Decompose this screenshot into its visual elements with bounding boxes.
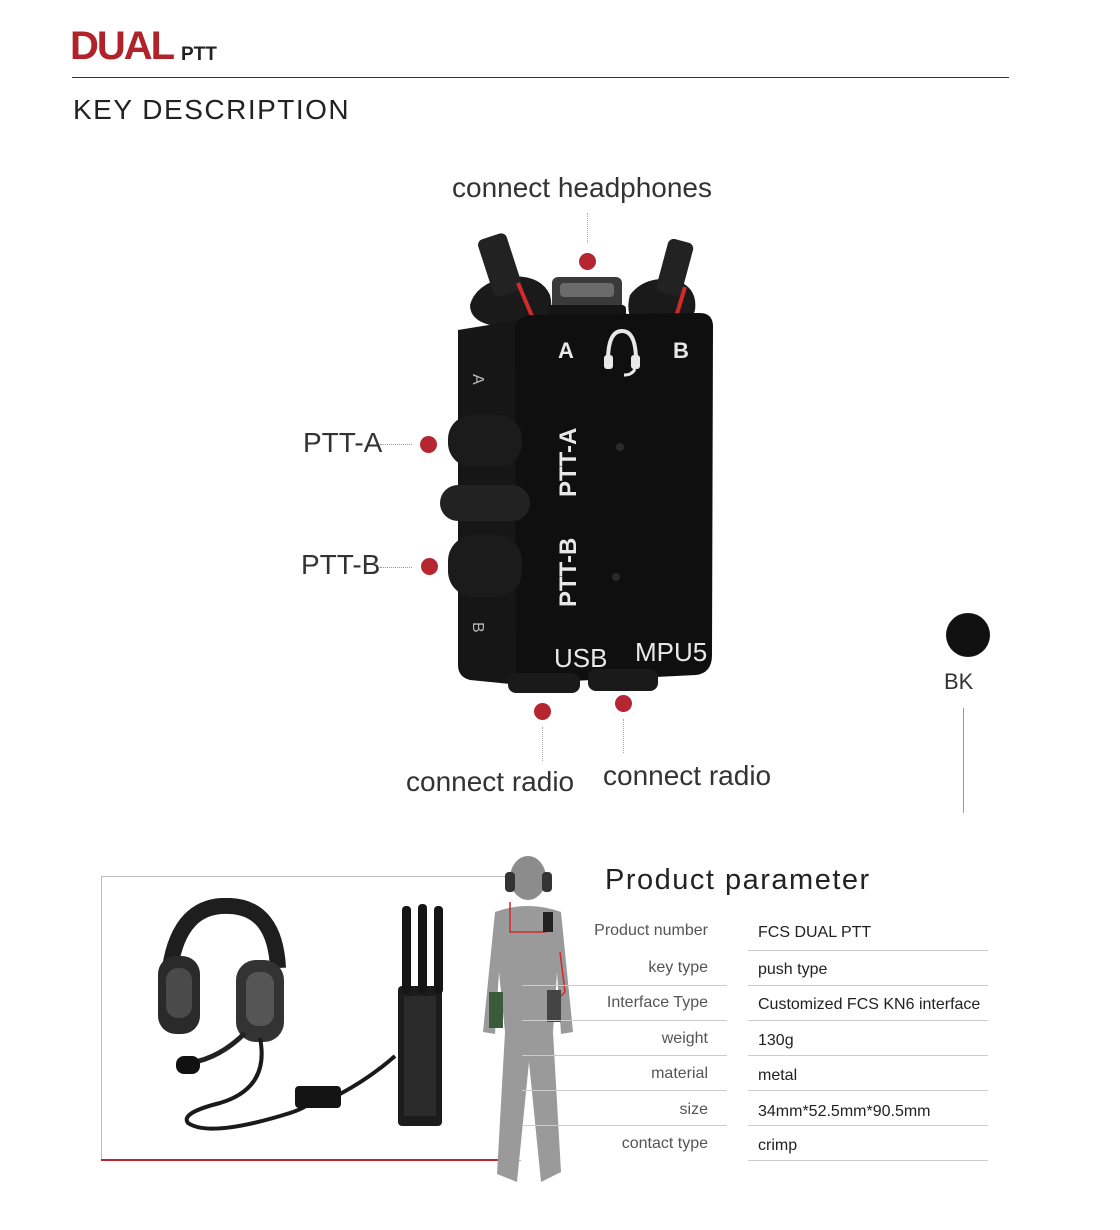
callout-connect-radio-right: connect radio xyxy=(603,760,772,791)
dual-ptt-device-image: A B PTT-A PTT-B USB MPU5 A B xyxy=(440,233,713,693)
callout-line-radio-right xyxy=(623,719,624,753)
callout-line-ptt-b xyxy=(380,567,412,568)
callout-dot-headphones xyxy=(579,253,596,270)
param-label: key type xyxy=(648,959,708,976)
param-value: 130g xyxy=(758,1032,794,1049)
device-label-a: A xyxy=(558,338,574,363)
param-value: 34mm*52.5mm*90.5mm xyxy=(758,1103,931,1120)
callout-dot-radio-left xyxy=(534,703,551,720)
device-label-mpu5: MPU5 xyxy=(635,637,707,667)
device-label-ptt-b: PTT-B xyxy=(555,538,582,607)
param-label: weight xyxy=(661,1030,708,1047)
params-title: Product parameter xyxy=(605,864,871,896)
param-label: size xyxy=(679,1101,708,1118)
headset-icon xyxy=(604,328,640,377)
param-value: push type xyxy=(758,961,828,978)
callout-connect-headphones: connect headphones xyxy=(452,172,712,203)
param-row-divider xyxy=(522,1055,727,1056)
param-row-divider xyxy=(522,1020,727,1021)
brand-subtitle: PTT xyxy=(181,44,217,65)
param-label: contact type xyxy=(621,1135,708,1152)
param-row-divider xyxy=(748,1160,988,1161)
color-swatch-label: BK xyxy=(944,669,974,694)
swatch-divider xyxy=(963,708,964,813)
param-value: Customized FCS KN6 interface xyxy=(758,996,981,1013)
volume-knob-a-icon xyxy=(470,233,552,325)
header-divider xyxy=(72,77,1009,78)
param-row-divider xyxy=(748,985,988,986)
callout-line-headphones xyxy=(587,213,588,243)
headset-with-radio-image xyxy=(158,898,443,1131)
param-row-divider xyxy=(522,985,727,986)
ptt-b-button-icon xyxy=(448,535,522,597)
radio-connector-usb-icon xyxy=(508,673,580,693)
callout-line-ptt-a xyxy=(380,444,412,445)
side-label-b: B xyxy=(469,622,486,633)
callout-dot-radio-right xyxy=(615,695,632,712)
side-label-a: A xyxy=(469,374,486,385)
device-label-usb: USB xyxy=(554,643,607,673)
usage-image-accent-line xyxy=(101,1159,519,1161)
callout-dot-ptt-b xyxy=(421,558,438,575)
callout-dot-ptt-a xyxy=(420,436,437,453)
callout-line-radio-left xyxy=(542,727,543,761)
param-row-divider xyxy=(522,1125,727,1126)
radio-connector-mpu5-icon xyxy=(588,669,658,691)
param-row-divider xyxy=(748,1125,988,1126)
param-row-divider xyxy=(748,1055,988,1056)
param-row-divider xyxy=(748,950,988,951)
device-label-b: B xyxy=(673,338,689,363)
callout-ptt-a: PTT-A xyxy=(303,427,383,458)
param-value: FCS DUAL PTT xyxy=(758,924,872,941)
device-label-ptt-a: PTT-A xyxy=(555,428,582,497)
param-label: Product number xyxy=(594,922,708,939)
soldier-silhouette-image xyxy=(483,856,573,1182)
param-row-divider xyxy=(748,1020,988,1021)
param-row-divider xyxy=(748,1090,988,1091)
brand-title: DUAL xyxy=(70,24,175,68)
callout-connect-radio-left: connect radio xyxy=(406,766,575,797)
callout-ptt-b: PTT-B xyxy=(301,549,381,580)
param-value: metal xyxy=(758,1067,798,1084)
param-label: Interface Type xyxy=(606,994,708,1011)
param-row-divider xyxy=(522,1090,727,1091)
param-label: material xyxy=(651,1065,708,1082)
color-swatch-black[interactable] xyxy=(946,613,990,657)
ptt-a-button-icon xyxy=(440,415,530,521)
param-value: crimp xyxy=(758,1137,798,1154)
section-title: KEY DESCRIPTION xyxy=(73,94,351,125)
